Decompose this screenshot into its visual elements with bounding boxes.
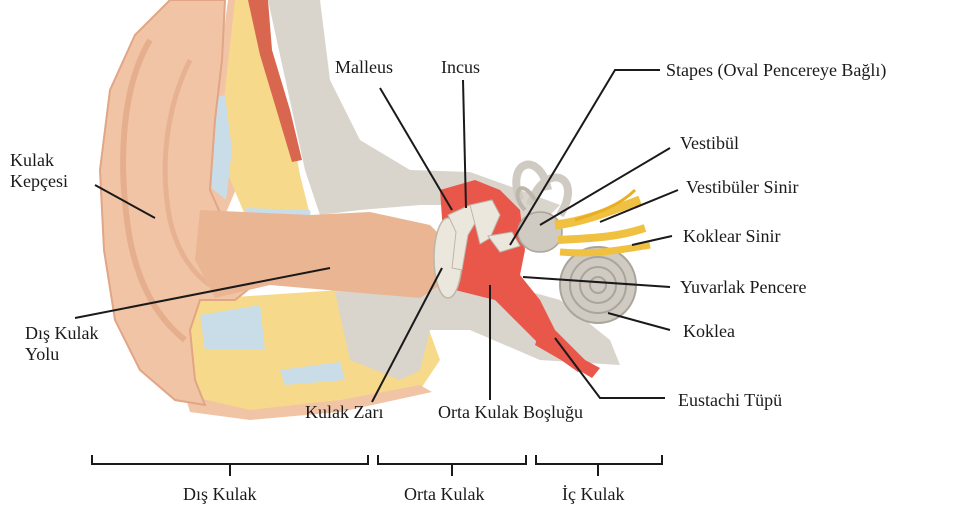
region-label-dis-kulak: Dış Kulak (183, 484, 257, 505)
label-kulak-zari: Kulak Zarı (305, 402, 383, 423)
region-label-ic-kulak: İç Kulak (562, 484, 624, 505)
label-stapes: Stapes (Oval Pencereye Bağlı) (666, 60, 886, 81)
label-koklear-sinir: Koklear Sinir (683, 226, 780, 247)
label-dis-kulak-yolu: Dış Kulak Yolu (25, 323, 99, 365)
label-kulak-kepcesi-line-1: Kulak (10, 150, 68, 171)
vestibule (518, 212, 562, 252)
region-brackets (92, 455, 662, 476)
label-incus: Incus (441, 57, 480, 78)
label-dis-kulak-yolu-line-1: Dış Kulak (25, 323, 99, 344)
region-label-orta-kulak: Orta Kulak (404, 484, 484, 505)
label-kulak-kepcesi-line-2: Kepçesi (10, 171, 68, 192)
label-vestibul: Vestibül (680, 133, 739, 154)
cochlea (560, 247, 636, 323)
label-orta-kulak-boslugu: Orta Kulak Boşluğu (438, 402, 583, 423)
label-vestibuler-sinir: Vestibüler Sinir (686, 177, 799, 198)
label-dis-kulak-yolu-line-2: Yolu (25, 344, 99, 365)
bracket-ic-kulak (536, 455, 662, 476)
label-koklea: Koklea (683, 321, 735, 342)
bracket-orta-kulak (378, 455, 526, 476)
leader-koklear-sinir (632, 236, 672, 245)
label-malleus: Malleus (335, 57, 393, 78)
bracket-dis-kulak (92, 455, 368, 476)
leader-koklea (608, 313, 670, 330)
label-eustachi-tupu: Eustachi Tüpü (678, 390, 782, 411)
label-yuvarlak-pencere: Yuvarlak Pencere (680, 277, 806, 298)
ear-canal (195, 210, 445, 298)
label-kulak-kepcesi: Kulak Kepçesi (10, 150, 68, 192)
